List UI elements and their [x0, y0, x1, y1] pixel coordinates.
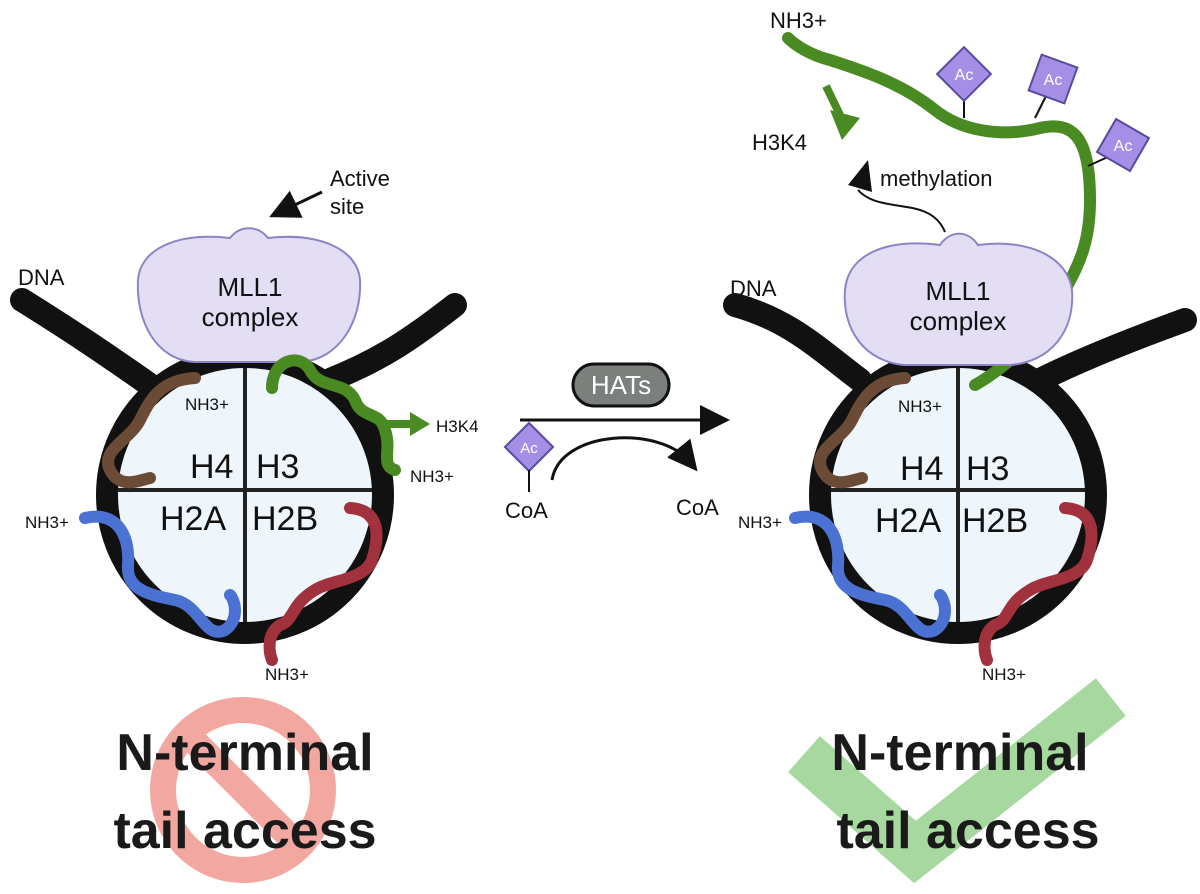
h3-label-left: H3	[256, 448, 299, 486]
nh3-h2b-left: NH3+	[265, 665, 309, 684]
hats-badge	[571, 362, 671, 408]
h2b-label-right: H2B	[962, 502, 1028, 540]
right-panel: Ac Ac Ac NH3+ H3K4 methylation DNA MLL1 …	[723, 8, 1197, 884]
coa-release-arrow	[550, 436, 698, 481]
nh3-h3-left: NH3+	[410, 467, 454, 486]
checkmark-icon	[788, 678, 1126, 884]
h4-label-right: H4	[900, 450, 943, 488]
h2b-tail-left	[263, 502, 383, 666]
ac-label-3: Ac	[1114, 138, 1133, 155]
nh3-top-right: NH3+	[770, 8, 827, 33]
mll1-complex-left	[136, 227, 362, 363]
acetyl-group-icon-3: Ac	[1095, 117, 1151, 173]
caption-right-2: tail access	[836, 802, 1099, 860]
nh3-h4-left: NH3+	[185, 395, 229, 414]
methylation-label: methylation	[880, 166, 993, 191]
ac-label-middle: Ac	[520, 440, 538, 457]
h3-tail-left	[266, 354, 401, 476]
nh3-h2a-right: NH3+	[738, 513, 782, 532]
reaction-middle: HATs Ac CoA CoA	[503, 362, 730, 523]
methylation-arrow	[857, 189, 946, 233]
mll1-label-left-1: MLL1	[217, 272, 282, 302]
active-site-label-1: Active	[330, 166, 390, 191]
h2a-tail-left	[79, 510, 241, 638]
mll1-label-right-2: complex	[910, 306, 1007, 336]
acetyl-group-icon-2: Ac	[1027, 53, 1079, 105]
caption-right-1: N-terminal	[831, 724, 1088, 782]
ac-label-2: Ac	[1044, 72, 1063, 89]
ac-label-1: Ac	[955, 67, 974, 84]
nh3-h2a-left: NH3+	[25, 513, 69, 532]
h2a-label-left: H2A	[160, 500, 226, 538]
mll1-label-right-1: MLL1	[925, 276, 990, 306]
h4-tail-left	[102, 372, 201, 489]
acetyl-group-icon-1: Ac	[935, 45, 993, 103]
h2a-label-right: H2A	[875, 502, 941, 540]
h2b-label-left: H2B	[252, 500, 318, 538]
active-site-label-2: site	[330, 194, 364, 219]
coa-in-label: CoA	[505, 498, 548, 523]
hats-label: HATs	[591, 370, 651, 400]
nh3-h4-right: NH3+	[898, 397, 942, 416]
dna-label-left: DNA	[18, 265, 65, 290]
caption-left-2: tail access	[113, 802, 376, 860]
h3k4-label-right: H3K4	[752, 130, 807, 155]
nh3-h2b-right: NH3+	[982, 665, 1026, 684]
dna-strand-left	[10, 288, 467, 397]
coa-out-label: CoA	[676, 495, 719, 520]
left-panel: DNA Active site MLL1 complex H4 H3 H2A H…	[10, 166, 479, 883]
dna-label-right: DNA	[730, 276, 777, 301]
mll1-complex-right	[843, 232, 1074, 366]
caption-left-1: N-terminal	[116, 724, 373, 782]
dna-strand-right	[723, 293, 1197, 392]
h2a-tail-right	[789, 510, 951, 638]
h3k4-label-left: H3K4	[436, 417, 479, 436]
h4-tail-right	[814, 372, 911, 489]
h4-label-left: H4	[190, 448, 233, 486]
h3-label-right: H3	[966, 450, 1009, 488]
prohibited-icon	[150, 697, 336, 883]
acetyl-group-icon: Ac	[503, 421, 555, 473]
h2b-tail-right	[978, 502, 1098, 666]
mll1-label-left-2: complex	[202, 302, 299, 332]
